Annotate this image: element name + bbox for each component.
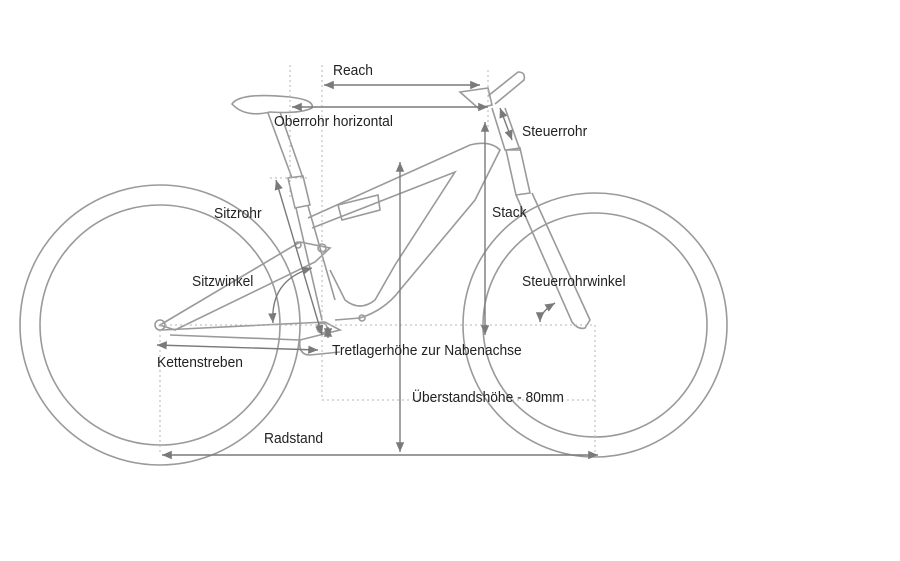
label-head-angle: Steuerrohrwinkel <box>522 273 626 290</box>
label-top-tube: Oberrohr horizontal <box>274 113 393 130</box>
dimension-arrows <box>156 80 598 460</box>
head-angle-arc <box>535 302 556 323</box>
head-tube-arrow <box>499 107 513 141</box>
label-reach: Reach <box>333 62 373 79</box>
frame <box>158 94 501 356</box>
label-standover: Überstandshöhe - 80mm <box>412 389 564 406</box>
label-seat-tube: Sitzrohr <box>214 205 262 222</box>
label-bb-drop: Tretlagerhöhe zur Nabenachse <box>332 342 522 359</box>
label-seat-angle: Sitzwinkel <box>192 273 254 290</box>
label-chainstays: Kettenstreben <box>157 354 243 371</box>
label-stack: Stack <box>492 204 527 221</box>
fork-and-cockpit <box>458 71 591 330</box>
chainstay-arrow <box>156 341 319 354</box>
label-wheelbase: Radstand <box>264 430 324 447</box>
label-head-tube: Steuerrohr <box>522 123 588 140</box>
seat-angle-arc <box>268 266 313 324</box>
seat-tube-arrow <box>274 179 324 336</box>
